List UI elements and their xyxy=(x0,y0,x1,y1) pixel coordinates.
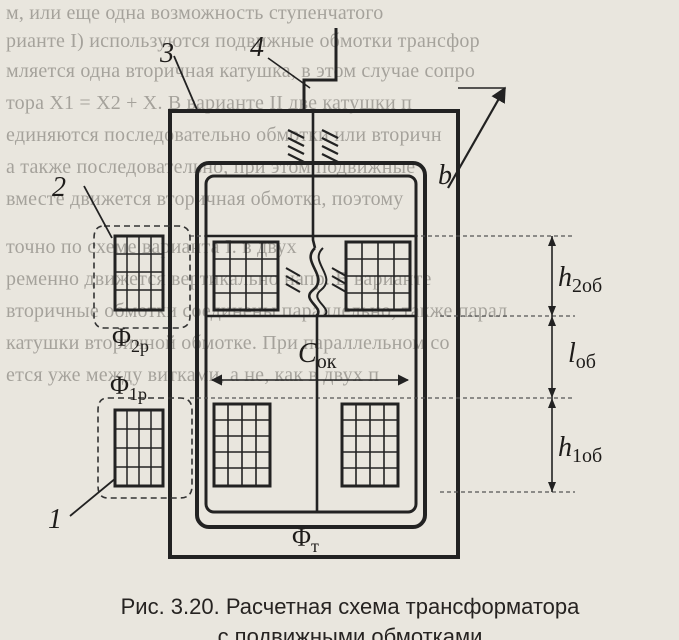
lower-coil-winding-left xyxy=(212,402,272,488)
clearance-symbol: C xyxy=(298,338,317,369)
rod-break xyxy=(308,247,320,318)
label-flux-t: Φт xyxy=(292,523,319,556)
h1-subscript: 1об xyxy=(572,445,602,467)
caption-line-1: Рис. 3.20. Расчетная схема трансформатор… xyxy=(120,594,580,619)
clearance-subscript: ок xyxy=(317,351,337,373)
flux-1p-symbol: Φ xyxy=(110,371,129,400)
flux-2p-symbol: Φ xyxy=(112,323,131,352)
l-subscript: об xyxy=(576,351,596,373)
label-number-4: 4 xyxy=(250,32,264,63)
background-text-line: единяются последовательно обмотки или вт… xyxy=(6,124,442,146)
core-window-outer xyxy=(195,161,427,529)
label-l: lоб xyxy=(568,338,596,373)
flux-1p-subscript: 1р xyxy=(129,384,147,404)
background-text-line: катушки вторичной обмотке. При параллель… xyxy=(6,332,450,354)
rod-guide-hatch xyxy=(287,129,339,163)
external-coil-bottom xyxy=(113,408,165,488)
h2-subscript: 2об xyxy=(572,275,602,297)
figure-caption: Рис. 3.20. Расчетная схема трансформатор… xyxy=(60,592,640,640)
upper-coil-winding-left xyxy=(212,240,280,312)
label-number-1: 1 xyxy=(48,504,62,535)
label-clearance: Cок xyxy=(298,338,337,373)
label-flux-2p: Φ2р xyxy=(112,323,149,356)
dim-arrow-h1-bottom xyxy=(548,482,556,492)
label-number-2: 2 xyxy=(52,172,66,203)
label-h2: h2об xyxy=(558,262,602,297)
dim-arrow-h2-bottom xyxy=(548,306,556,316)
background-text-line: м, или еще одна возможность ступенчатого xyxy=(6,2,384,24)
l-symbol: l xyxy=(568,338,576,369)
dim-arrow-l-bottom xyxy=(548,388,556,398)
flux-t-subscript: т xyxy=(311,536,319,556)
caption-line-2: с подвижными обмотками xyxy=(217,624,483,640)
dim-arrow-h2-top xyxy=(548,236,556,246)
leader-line-1 xyxy=(69,477,117,517)
rod-upper xyxy=(311,113,317,249)
label-number-3: 3 xyxy=(159,38,174,69)
rod-leader-4 xyxy=(267,57,311,89)
flux-2p-subscript: 2р xyxy=(131,336,149,356)
core-window-inner xyxy=(204,174,418,514)
rod-handle xyxy=(302,28,338,113)
external-coil-top xyxy=(113,234,165,312)
background-text-line: мляется одна вторичная катушка, в этом с… xyxy=(6,60,476,82)
h1-symbol: h xyxy=(558,432,572,463)
dim-arrow-l-top xyxy=(548,316,556,326)
lower-coil-winding-right xyxy=(340,402,400,488)
label-h1: h1об xyxy=(558,432,602,467)
dim-arrow-h1-top xyxy=(548,398,556,408)
flux-2p-contour xyxy=(93,225,191,329)
upper-coil-winding-right xyxy=(344,240,412,312)
leader-line-3 xyxy=(173,55,199,113)
flux-t-symbol: Φ xyxy=(292,523,311,552)
rod-break-2 xyxy=(316,247,328,317)
flux-1p-contour xyxy=(97,397,193,499)
rod-lower-hatch xyxy=(285,267,347,293)
label-flux-1p: Φ1р xyxy=(110,371,147,404)
b-dimension-arrow xyxy=(447,86,506,189)
leader-line-2 xyxy=(83,185,113,239)
h2-symbol: h xyxy=(558,262,572,293)
outer-yoke-frame xyxy=(168,109,460,559)
upper-coil-band xyxy=(204,234,418,318)
background-text-line: тора X1 = X2 + X. В варианте II две кату… xyxy=(6,92,413,114)
background-text-line: рианте I) используются подвижные обмотки… xyxy=(6,30,480,52)
label-b: b xyxy=(438,160,452,191)
